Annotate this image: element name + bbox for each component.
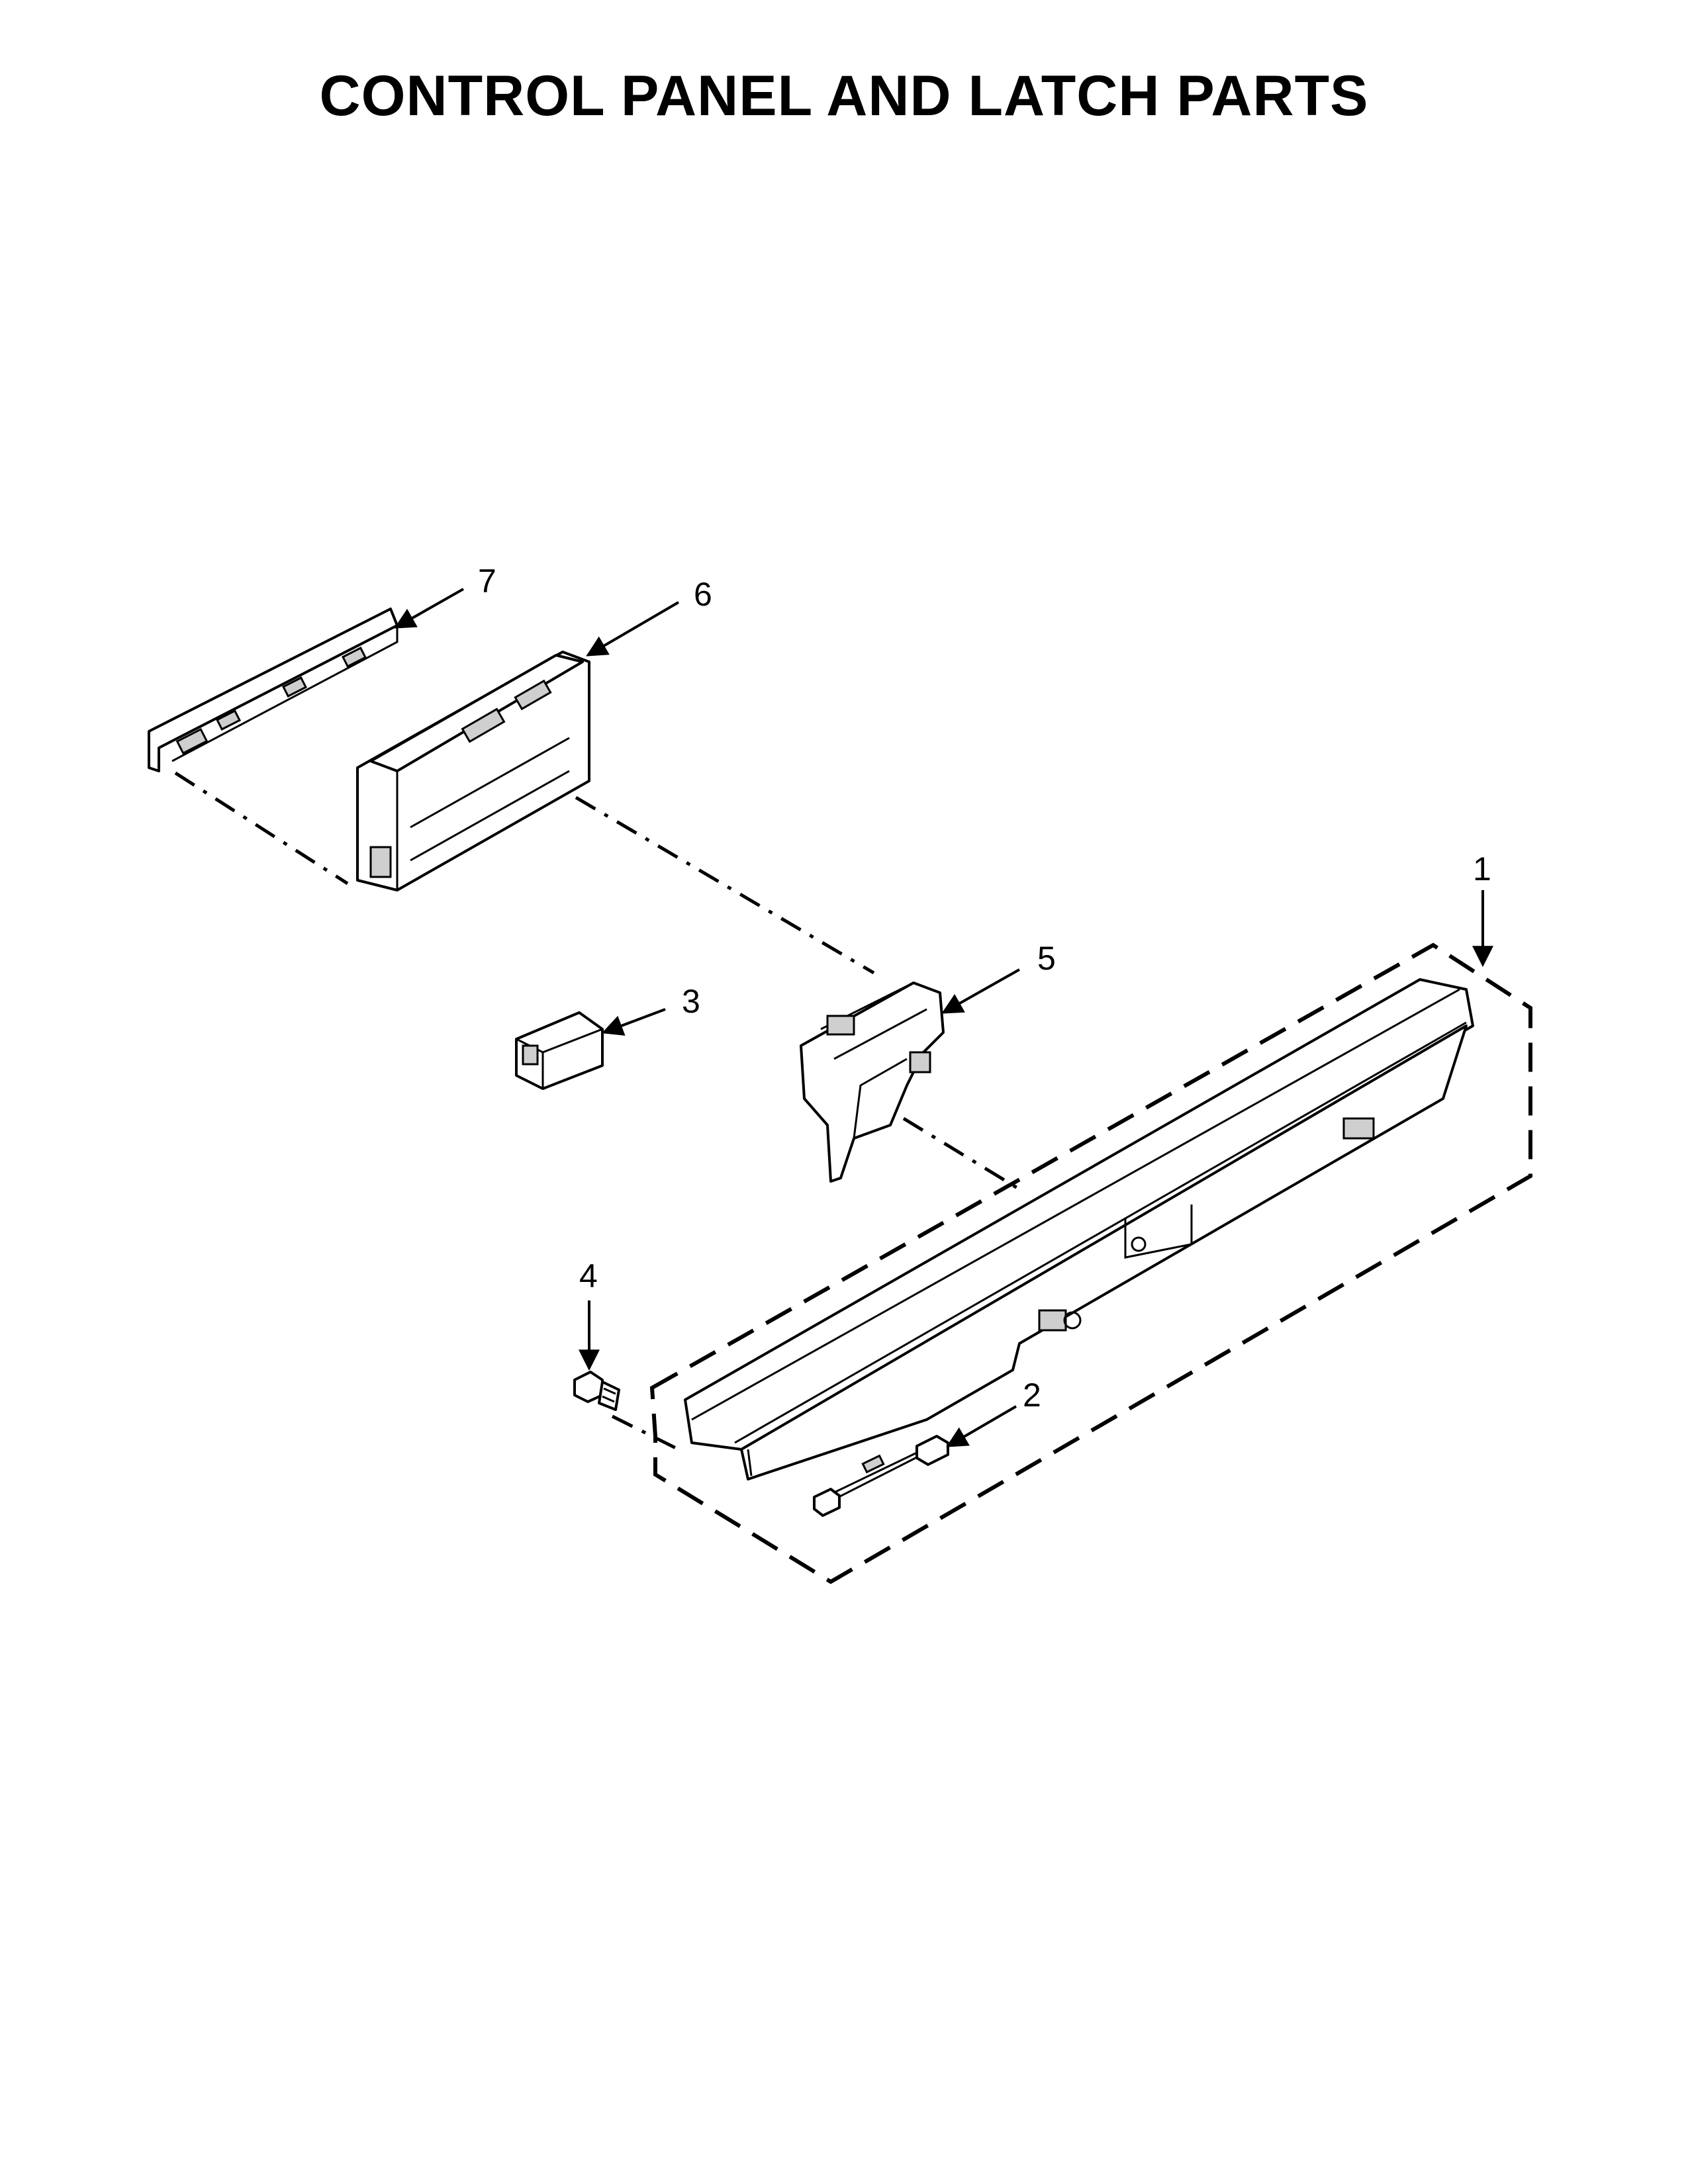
leader-arrow-5 bbox=[941, 968, 1020, 1014]
callout-4: 4 bbox=[579, 1257, 598, 1295]
part-5-latch[interactable] bbox=[800, 981, 945, 1183]
assembly-boundary bbox=[649, 942, 1532, 1584]
alignment-line-6-5 bbox=[575, 796, 875, 975]
leader-arrow-2 bbox=[946, 1405, 1017, 1447]
alignment-line-7-6 bbox=[174, 771, 349, 886]
alignment-line-5-1 bbox=[902, 1116, 1024, 1193]
callout-2: 2 bbox=[1023, 1377, 1041, 1414]
part-3-clip[interactable] bbox=[515, 1011, 604, 1090]
part-2-wire-harness[interactable] bbox=[813, 1435, 949, 1517]
leader-arrow-3 bbox=[602, 1008, 666, 1036]
part-6-control-board[interactable] bbox=[356, 651, 590, 891]
page-title: CONTROL PANEL AND LATCH PARTS bbox=[319, 64, 1369, 128]
part-7-bracket[interactable] bbox=[148, 608, 399, 772]
part-1-control-panel[interactable] bbox=[684, 978, 1474, 1480]
callout-6: 6 bbox=[694, 576, 712, 613]
callout-3: 3 bbox=[682, 983, 700, 1020]
callout-5: 5 bbox=[1037, 940, 1056, 977]
callout-7: 7 bbox=[478, 563, 496, 600]
part-4-screw[interactable] bbox=[573, 1371, 620, 1411]
alignment-line-4-1 bbox=[611, 1414, 680, 1451]
leader-arrow-7 bbox=[394, 588, 464, 629]
callout-1: 1 bbox=[1473, 850, 1491, 887]
leader-arrow-6 bbox=[586, 601, 680, 657]
